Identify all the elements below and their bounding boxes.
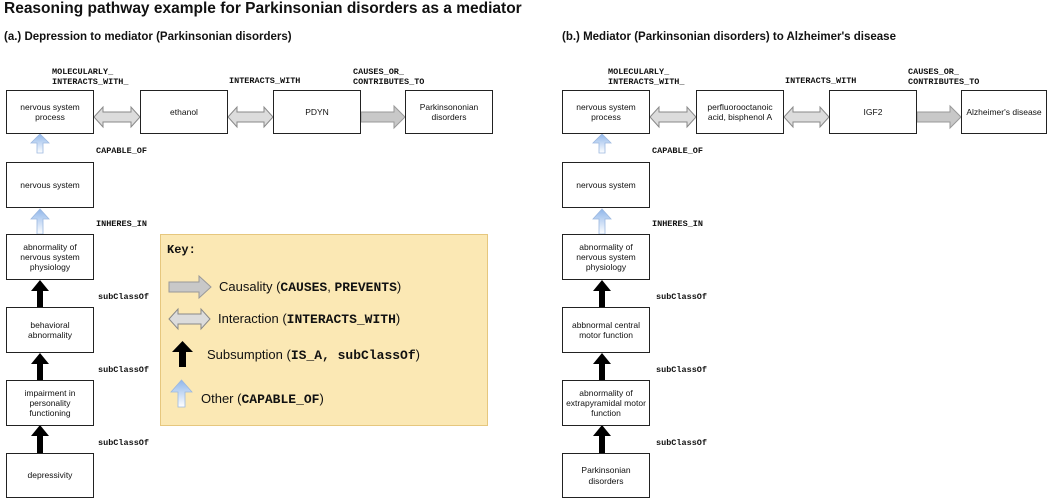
causality-arrow [916, 104, 962, 130]
legend-other: Other (CAPABLE_OF) [201, 391, 324, 407]
figure-title: Reasoning pathway example for Parkinsoni… [4, 0, 522, 17]
legend-causality: Causality (CAUSES, PREVENTS) [219, 279, 402, 295]
node-impairment-personality-functioning: impairment in personality functioning [6, 380, 94, 426]
node-nervous-system: nervous system [562, 162, 650, 208]
node-abnormal-central-motor-function: abbnormal central motor function [562, 307, 650, 353]
subsumption-arrow [31, 353, 49, 380]
legend-interaction: Interaction (INTERACTS_WITH) [218, 311, 401, 327]
other-arrow-icon [170, 379, 193, 408]
node-parkinsonian-disorders: Parkinsonian disorders [562, 453, 650, 498]
node-nervous-system-process: nervous system process [6, 90, 94, 134]
edge-label-subclassof: subClassOf [656, 438, 708, 448]
other-arrow [30, 133, 50, 154]
subsumption-arrow-icon [172, 341, 193, 367]
edge-label-inheres-in: INHERES_IN [96, 219, 148, 229]
other-arrow [592, 133, 612, 154]
interaction-arrow [227, 105, 274, 129]
node-pdyn: PDYN [273, 90, 361, 134]
edge-label-subclassof: subClassOf [656, 292, 708, 302]
edge-label-interacts-with: INTERACTS_WITH [785, 76, 857, 86]
legend-title: Key: [167, 243, 196, 257]
interaction-arrow-icon [168, 307, 211, 331]
legend-subsumption: Subsumption (IS_A, subClassOf) [207, 347, 420, 363]
legend-symbols [168, 274, 212, 408]
edge-label-subclassof: subClassOf [98, 365, 150, 375]
node-nervous-system: nervous system [6, 162, 94, 208]
edge-label-interacts-with: INTERACTS_WITH [229, 76, 301, 86]
subsumption-arrow [31, 425, 49, 453]
other-arrow [592, 208, 612, 235]
interaction-arrow [649, 105, 697, 129]
edge-label-subclassof: subClassOf [656, 365, 708, 375]
edge-label-causes-or-contributes: CAUSES_OR_ CONTRIBUTES_TO [353, 67, 425, 87]
subsumption-arrow [593, 425, 611, 453]
subsumption-arrow [593, 353, 611, 380]
panel-b-title: (b.) Mediator (Parkinsonian disorders) t… [562, 31, 896, 43]
node-ethanol: ethanol [140, 90, 228, 134]
legend-box: Key: Causality (CAUSES, PREVENTS) Intera… [160, 234, 488, 426]
node-parkinsonian-disorders: Parkinsononian disorders [405, 90, 493, 134]
causality-arrow [360, 104, 406, 130]
edge-label-capable-of: CAPABLE_OF [652, 146, 704, 156]
subsumption-arrow [31, 280, 49, 307]
interaction-arrow [783, 105, 830, 129]
edge-label-molecularly-interacts: MOLECULARLY_ INTERACTS_WITH_ [52, 67, 129, 87]
node-alzheimers-disease: Alzheimer's disease [961, 90, 1047, 134]
edge-label-molecularly-interacts: MOLECULARLY_ INTERACTS_WITH_ [608, 67, 685, 87]
node-nervous-system-process: nervous system process [562, 90, 650, 134]
node-behavioral-abnormality: behavioral abnormality [6, 307, 94, 353]
edge-label-subclassof: subClassOf [98, 438, 150, 448]
node-abnormality-extrapyramidal-motor-function: abnormality of extrapyramidal motor func… [562, 380, 650, 426]
edge-label-causes-or-contributes: CAUSES_OR_ CONTRIBUTES_TO [908, 67, 980, 87]
subsumption-arrow [593, 280, 611, 307]
node-depressivity: depressivity [6, 453, 94, 498]
node-perfluorooctanoic-acid-bisphenol-a: perfluorooctanoic acid, bisphenol A [696, 90, 784, 134]
panel-a-title: (a.) Depression to mediator (Parkinsonia… [4, 31, 292, 43]
interaction-arrow [93, 105, 141, 129]
node-abnormality-nervous-system-physiology: abnormality of nervous system physiology [6, 234, 94, 280]
node-igf2: IGF2 [829, 90, 917, 134]
edge-label-inheres-in: INHERES_IN [652, 219, 704, 229]
causality-arrow-icon [168, 274, 212, 300]
other-arrow [30, 208, 50, 235]
edge-label-subclassof: subClassOf [98, 292, 150, 302]
node-abnormality-nervous-system-physiology: abnormality of nervous system physiology [562, 234, 650, 280]
edge-label-capable-of: CAPABLE_OF [96, 146, 148, 156]
